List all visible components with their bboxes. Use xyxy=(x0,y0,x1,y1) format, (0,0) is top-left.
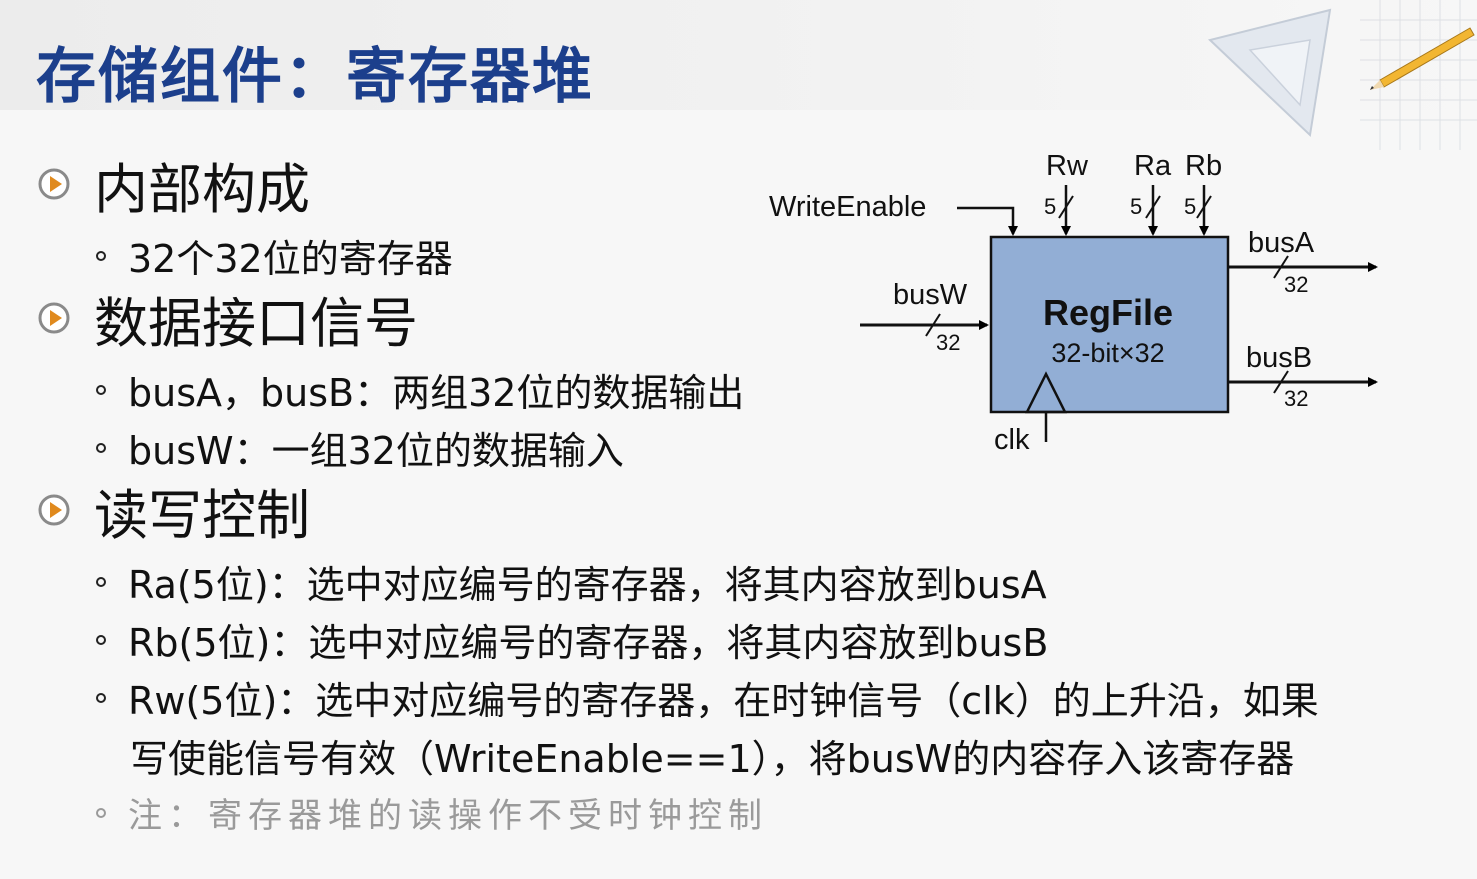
section-heading-text: 读写控制 xyxy=(94,483,310,547)
section-heading: 内部构成 xyxy=(36,152,310,221)
section-heading-text: 内部构成 xyxy=(94,157,310,221)
play-circle-icon xyxy=(38,302,70,334)
list-item: busA，busB：两组32位的数据输出 xyxy=(96,362,744,417)
list-bullet xyxy=(96,807,106,818)
list-item-text: busW：一组32位的数据输入 xyxy=(128,429,624,473)
regfile-block-name: RegFile xyxy=(1043,292,1173,333)
clk-label: clk xyxy=(994,424,1030,456)
write-enable-label: WriteEnable xyxy=(769,191,926,223)
rw-label: Rw xyxy=(1046,150,1089,182)
note-text: 注：寄存器堆的读操作不受时钟控制 xyxy=(128,796,768,836)
rb-bus-slash xyxy=(1196,195,1212,219)
list-item: 32个32位的寄存器 xyxy=(96,228,453,283)
list-item: Rb(5位)：选中对应编号的寄存器，将其内容放到busB xyxy=(96,612,1048,667)
list-bullet xyxy=(96,384,106,395)
list-item-text: busA，busB：两组32位的数据输出 xyxy=(128,371,745,415)
list-bullet xyxy=(96,250,106,261)
note-item: 注：寄存器堆的读操作不受时钟控制 xyxy=(96,788,768,837)
section-heading: 读写控制 xyxy=(36,478,310,547)
section-heading: 数据接口信号 xyxy=(36,286,418,355)
drafting-tools-decoration xyxy=(1207,0,1477,150)
list-bullet xyxy=(96,634,106,645)
busw-width: 32 xyxy=(936,330,960,355)
regfile-diagram: RegFile 32-bit×32 clk WriteEnable Rw 5 R… xyxy=(769,150,1378,456)
rw-bus-slash xyxy=(1058,195,1074,219)
list-item-text: 32个32位的寄存器 xyxy=(128,237,453,281)
rb-width: 5 xyxy=(1184,194,1196,219)
rw-width: 5 xyxy=(1044,194,1056,219)
list-item-text: Rb(5位)：选中对应编号的寄存器，将其内容放到busB xyxy=(128,621,1049,665)
list-item: busW：一组32位的数据输入 xyxy=(96,420,624,475)
ra-width: 5 xyxy=(1130,194,1142,219)
page-title: 存储组件：寄存器堆 xyxy=(36,42,594,112)
busb-label: busB xyxy=(1246,342,1312,374)
busw-label: busW xyxy=(893,279,968,311)
play-circle-icon xyxy=(38,168,70,200)
pencil-icon xyxy=(1370,27,1475,90)
list-bullet xyxy=(96,576,106,587)
ra-bus-slash xyxy=(1145,195,1161,219)
play-circle-icon xyxy=(38,494,70,526)
list-item-continuation: 写使能信号有效（WriteEnable==1），将busW的内容存入该寄存器 xyxy=(130,737,1295,781)
list-item: Ra(5位)：选中对应编号的寄存器，将其内容放到busA xyxy=(96,554,1047,609)
busb-width: 32 xyxy=(1284,386,1308,411)
ra-label: Ra xyxy=(1134,150,1172,182)
busb-bus-slash xyxy=(1273,370,1289,394)
busa-label: busA xyxy=(1248,227,1315,259)
list-item-text: Ra(5位)：选中对应编号的寄存器，将其内容放到busA xyxy=(128,563,1047,607)
section-heading-text: 数据接口信号 xyxy=(94,291,418,355)
busa-width: 32 xyxy=(1284,272,1308,297)
regfile-block xyxy=(989,235,1230,414)
list-item-text: Rw(5位)：选中对应编号的寄存器，在时钟信号（clk）的上升沿，如果 xyxy=(128,679,1319,723)
busw-bus-slash xyxy=(925,313,941,337)
list-item: Rw(5位)：选中对应编号的寄存器，在时钟信号（clk）的上升沿，如果 xyxy=(96,670,1319,725)
busa-bus-slash xyxy=(1273,255,1289,279)
regfile-block-size: 32-bit×32 xyxy=(1051,338,1164,368)
write-enable-wire xyxy=(957,206,1018,236)
list-bullet xyxy=(96,692,106,703)
rb-label: Rb xyxy=(1185,150,1222,182)
list-bullet xyxy=(96,442,106,453)
